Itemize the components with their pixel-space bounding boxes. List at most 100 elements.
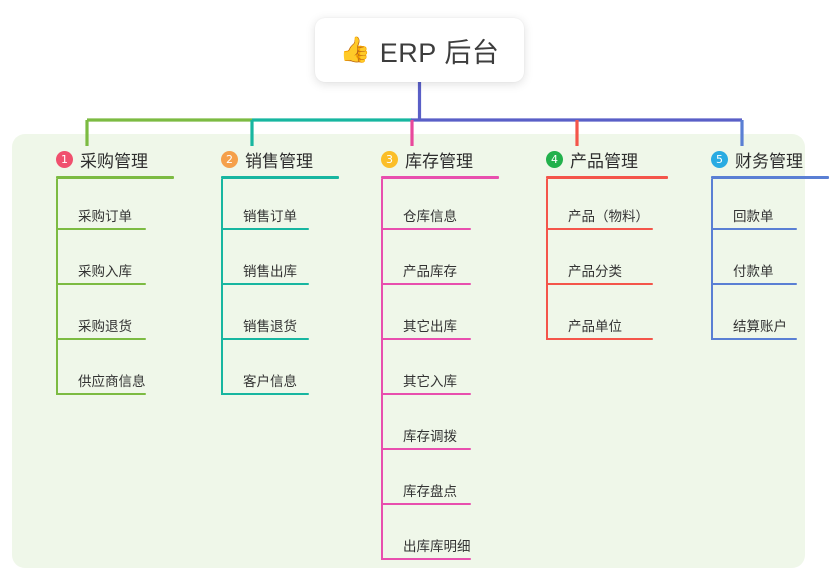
branch-title-2: 销售管理 [245,151,313,171]
leaf-label: 结算账户 [733,319,787,334]
root-node-content: 👍 ERP 后台 [340,31,500,70]
branch-items-1: 采购订单采购入库采购退货供应商信息 [30,179,180,399]
leaf-node[interactable]: 采购退货 [30,289,180,344]
leaf-node[interactable]: 产品库存 [355,234,505,289]
leaf-rule [381,283,471,285]
leaf-label: 采购订单 [78,209,132,224]
leaf-rule [56,393,146,395]
leaf-node[interactable]: 结算账户 [685,289,835,344]
branch-column-5: 5 财务管理回款单付款单结算账户 [685,146,835,344]
branch-title-5: 财务管理 [735,151,803,171]
leaf-rule [381,503,471,505]
leaf-rule [711,228,797,230]
leaf-rule [221,228,309,230]
leaf-node[interactable]: 库存盘点 [355,454,505,509]
leaf-label: 销售出库 [243,264,297,279]
leaf-label: 其它出库 [403,319,457,334]
leaf-rule [546,338,653,340]
branch-title-3: 库存管理 [405,151,473,171]
branch-column-2: 2 销售管理销售订单销售出库销售退货客户信息 [195,146,345,399]
branch-spine-1 [56,179,58,395]
branch-header-rule-4 [546,176,668,179]
leaf-node[interactable]: 供应商信息 [30,344,180,399]
leaf-label: 产品（物料） [568,209,649,224]
leaf-rule [711,338,797,340]
branch-column-4: 4 产品管理产品（物料） 产品分类产品单位 [520,146,680,344]
leaf-rule [381,558,471,560]
branch-badge-5: 5 [711,150,728,168]
root-title: ERP 后台 [379,37,500,68]
leaf-rule [381,448,471,450]
leaf-label: 库存盘点 [403,484,457,499]
branch-badge-3: 3 [381,150,398,168]
leaf-node[interactable]: 客户信息 [195,344,345,399]
leaf-rule [56,283,146,285]
thumbs-up-icon: 👍 [339,35,371,64]
leaf-node[interactable]: 库存调拨 [355,399,505,454]
leaf-rule [381,393,471,395]
branch-items-2: 销售订单销售出库销售退货客户信息 [195,179,345,399]
leaf-label: 供应商信息 [78,374,146,389]
leaf-rule [546,283,653,285]
leaf-label: 销售订单 [243,209,297,224]
leaf-label: 采购入库 [78,264,132,279]
branch-column-3: 3 库存管理仓库信息产品库存其它出库其它入库库存调拨库存盘点出库库明细 [355,146,505,564]
branch-items-3: 仓库信息产品库存其它出库其它入库库存调拨库存盘点出库库明细 [355,179,505,564]
branch-spine-4 [546,179,548,340]
branch-header-rule-3 [381,176,499,179]
branch-header-4[interactable]: 4 产品管理 [520,146,680,172]
branch-header-rule-5 [711,176,829,179]
branch-header-3[interactable]: 3 库存管理 [355,146,505,172]
branch-items-4: 产品（物料） 产品分类产品单位 [520,179,680,344]
branch-title-4: 产品管理 [570,151,638,171]
leaf-node[interactable]: 其它入库 [355,344,505,399]
background-panel [12,134,805,568]
branch-header-rule-1 [56,176,174,179]
leaf-rule [381,338,471,340]
leaf-label: 采购退货 [78,319,132,334]
leaf-node[interactable]: 付款单 [685,234,835,289]
leaf-label: 产品库存 [403,264,457,279]
leaf-node[interactable]: 产品（物料） [520,179,680,234]
branch-badge-2: 2 [221,150,238,168]
leaf-rule [221,338,309,340]
root-node[interactable]: 👍 ERP 后台 [315,18,524,82]
leaf-node[interactable]: 产品分类 [520,234,680,289]
leaf-node[interactable]: 产品单位 [520,289,680,344]
branch-spine-3 [381,179,383,560]
leaf-node[interactable]: 回款单 [685,179,835,234]
leaf-node[interactable]: 采购入库 [30,234,180,289]
branch-spine-2 [221,179,223,395]
leaf-node[interactable]: 销售出库 [195,234,345,289]
branch-title-1: 采购管理 [80,151,148,171]
branch-column-1: 1 采购管理采购订单采购入库采购退货供应商信息 [30,146,180,399]
branch-badge-1: 1 [56,150,73,168]
leaf-rule [381,228,471,230]
leaf-rule [56,338,146,340]
branch-badge-4: 4 [546,150,563,168]
leaf-label: 回款单 [733,209,774,224]
leaf-rule [546,228,653,230]
leaf-node[interactable]: 仓库信息 [355,179,505,234]
leaf-label: 库存调拨 [403,429,457,444]
leaf-node[interactable]: 出库库明细 [355,509,505,564]
branch-items-5: 回款单付款单结算账户 [685,179,835,344]
leaf-label: 销售退货 [243,319,297,334]
leaf-rule [56,228,146,230]
branch-header-2[interactable]: 2 销售管理 [195,146,345,172]
branch-header-5[interactable]: 5 财务管理 [685,146,835,172]
leaf-node[interactable]: 其它出库 [355,289,505,344]
leaf-node[interactable]: 销售退货 [195,289,345,344]
branch-spine-5 [711,179,713,340]
leaf-rule [221,393,309,395]
leaf-rule [221,283,309,285]
leaf-node[interactable]: 销售订单 [195,179,345,234]
leaf-label: 其它入库 [403,374,457,389]
leaf-label: 产品分类 [568,264,622,279]
branch-header-1[interactable]: 1 采购管理 [30,146,180,172]
leaf-label: 出库库明细 [403,539,471,554]
leaf-label: 产品单位 [568,319,622,334]
leaf-label: 仓库信息 [403,209,457,224]
leaf-node[interactable]: 采购订单 [30,179,180,234]
